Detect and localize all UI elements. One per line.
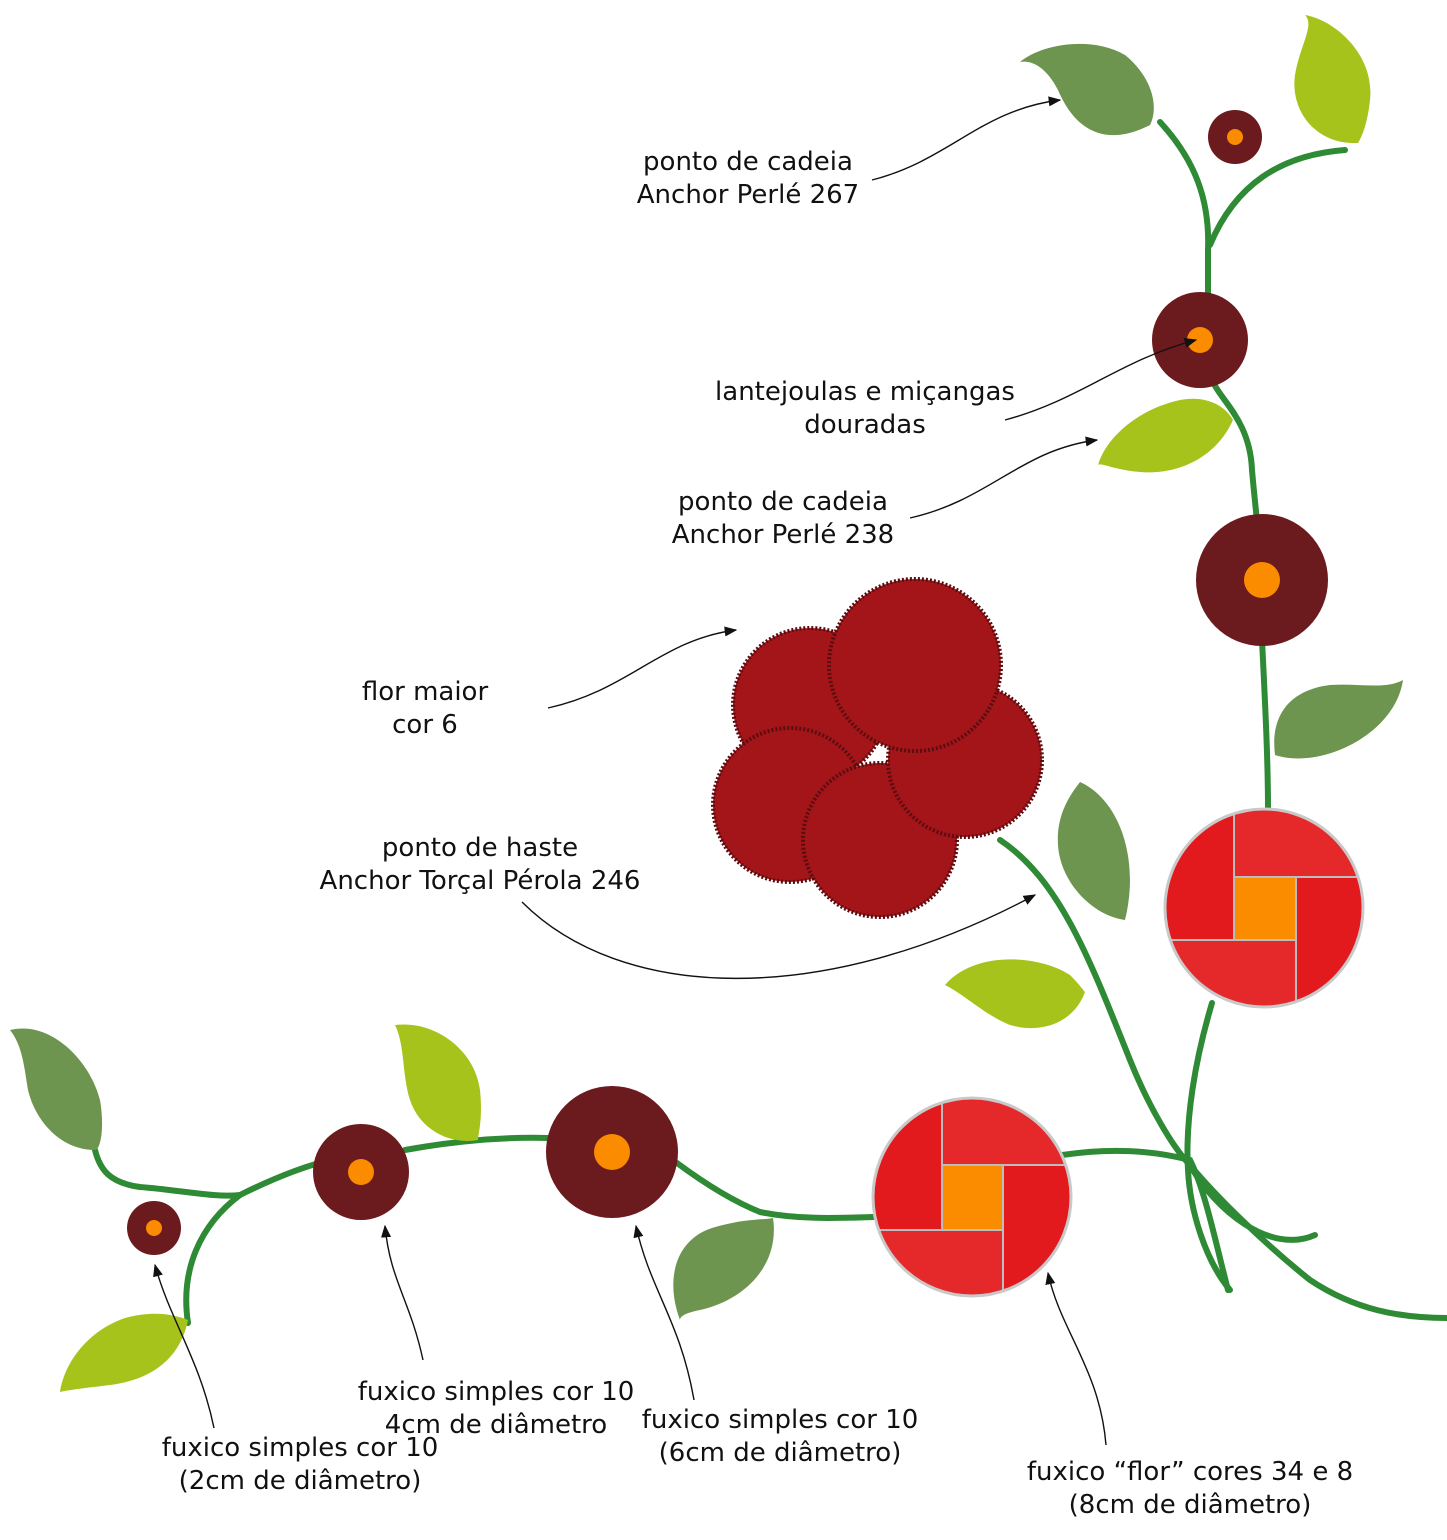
label-haste: ponto de haste Anchor Torçal Pérola 246 — [300, 832, 660, 898]
label-haste-line2: Anchor Torçal Pérola 246 — [319, 866, 641, 896]
label-lantejoulas-line2: douradas — [804, 410, 926, 440]
label-flor-maior: flor maior cor 6 — [330, 676, 520, 742]
label-fuxico-flor-line1: fuxico “flor” cores 34 e 8 — [1026, 1457, 1354, 1487]
fuxico-2cm — [127, 1201, 181, 1255]
flor-maior — [711, 577, 1044, 919]
leaf-near-flor-dark — [1057, 782, 1130, 920]
callout-fuxico-flor — [1045, 1271, 1107, 1446]
label-fuxico-6cm: fuxico simples cor 10 (6cm de diâmetro) — [620, 1404, 940, 1470]
leaf-far-left-bottom — [60, 1313, 188, 1392]
label-cadeia-267-line2: Anchor Perlé 267 — [636, 180, 860, 210]
fuxicos-simples — [127, 110, 1328, 1255]
stem-vertical-bottom — [1184, 1000, 1233, 1293]
fuxico-vertical-1 — [1152, 292, 1248, 388]
leaf-top-left — [1020, 43, 1154, 136]
label-cadeia-267: ponto de cadeia Anchor Perlé 267 — [620, 146, 876, 212]
leaf-right-lower — [1274, 680, 1403, 759]
callout-fuxico-2cm — [153, 1263, 215, 1429]
leaf-bottom-right — [673, 1218, 774, 1320]
label-cadeia-238-line2: Anchor Perlé 238 — [671, 520, 895, 550]
label-lantejoulas: lantejoulas e miçangas douradas — [700, 376, 1030, 442]
label-cadeia-267-line1: ponto de cadeia — [643, 147, 853, 177]
label-fuxico-flor: fuxico “flor” cores 34 e 8 (8cm de diâme… — [1010, 1456, 1370, 1522]
callout-flor-maior — [547, 626, 738, 709]
callout-fuxico-6cm — [633, 1224, 695, 1401]
stem-branch-top-right — [1207, 147, 1348, 248]
leaf-bottom-top — [395, 1024, 481, 1141]
label-fuxico-2cm-line2: (2cm de diâmetro) — [178, 1466, 422, 1496]
callout-haste — [521, 894, 1037, 979]
label-haste-line1: ponto de haste — [381, 833, 579, 863]
label-flor-maior-line1: flor maior — [361, 677, 489, 707]
label-fuxico-4cm: fuxico simples cor 10 4cm de diâmetro — [336, 1376, 656, 1442]
callout-cadeia-238 — [909, 436, 1099, 519]
stem-to-right-edge — [1187, 1162, 1447, 1321]
fuxico-top-small — [1208, 110, 1262, 164]
fuxico-4cm — [313, 1124, 409, 1220]
flor-maior-petal — [827, 577, 1003, 753]
stem-vertical-lower — [1259, 637, 1271, 811]
callout-cadeia-267 — [871, 96, 1062, 181]
leaf-far-left-top — [10, 1028, 103, 1150]
callout-fuxico-4cm — [381, 1224, 424, 1361]
stem-bottom-junction — [1059, 1147, 1231, 1293]
callout-lantejoulas — [1004, 338, 1198, 421]
leaf-near-flor-light — [945, 959, 1085, 1029]
leaf-top-right — [1294, 15, 1371, 144]
label-fuxico-flor-line2: (8cm de diâmetro) — [1068, 1490, 1312, 1520]
label-fuxico-4cm-line2: 4cm de diâmetro — [384, 1410, 608, 1440]
callout-lines — [153, 96, 1198, 1446]
fuxico-6cm — [546, 1086, 678, 1218]
label-cadeia-238-line1: ponto de cadeia — [678, 487, 888, 517]
label-cadeia-238: ponto de cadeia Anchor Perlé 238 — [655, 486, 911, 552]
leaves — [10, 15, 1403, 1392]
label-fuxico-6cm-line1: fuxico simples cor 10 — [641, 1405, 919, 1435]
label-fuxico-4cm-line1: fuxico simples cor 10 — [357, 1377, 635, 1407]
label-lantejoulas-line1: lantejoulas e miçangas — [715, 377, 1015, 407]
stems — [92, 119, 1447, 1326]
label-fuxico-2cm-line1: fuxico simples cor 10 — [161, 1433, 439, 1463]
fuxico-flor-bottom — [871, 1096, 1073, 1298]
stem-left-end — [92, 1147, 251, 1326]
fuxico-flor-right — [1163, 807, 1365, 1009]
leaf-mid-right — [1098, 398, 1233, 473]
label-fuxico-2cm: fuxico simples cor 10 (2cm de diâmetro) — [140, 1432, 460, 1498]
label-flor-maior-line2: cor 6 — [392, 710, 458, 740]
fuxico-vertical-2 — [1196, 514, 1328, 646]
label-fuxico-6cm-line2: (6cm de diâmetro) — [658, 1438, 902, 1468]
